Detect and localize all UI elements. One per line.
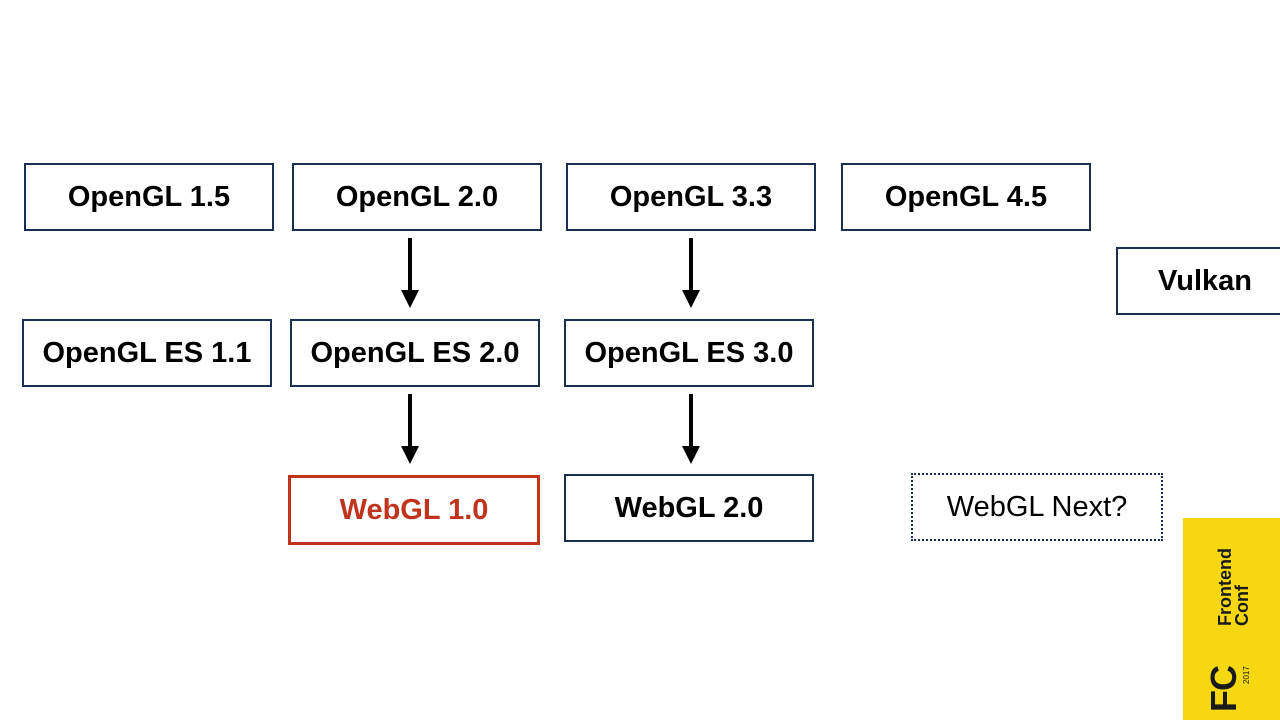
arrow-es-2-0-to-webgl-1-0 (401, 394, 419, 464)
arrow-opengl-2-0-to-es-2-0 (401, 238, 419, 308)
frontend-conf-logo: FC 2017 Frontend Conf (1183, 518, 1280, 720)
box-opengl-1-5: OpenGL 1.5 (24, 163, 274, 231)
box-webgl-next: WebGL Next? (911, 473, 1163, 541)
box-vulkan: Vulkan (1116, 247, 1280, 315)
logo-year: 2017 (1242, 666, 1251, 684)
logo-initials: FC (1203, 666, 1244, 712)
box-opengl-2-0: OpenGL 2.0 (292, 163, 542, 231)
logo-name: Frontend Conf (1215, 536, 1252, 626)
box-opengl-es-2-0: OpenGL ES 2.0 (290, 319, 540, 387)
box-webgl-2-0: WebGL 2.0 (564, 474, 814, 542)
arrow-es-3-0-to-webgl-2-0 (682, 394, 700, 464)
box-opengl-3-3: OpenGL 3.3 (566, 163, 816, 231)
box-opengl-es-3-0: OpenGL ES 3.0 (564, 319, 814, 387)
box-webgl-1-0: WebGL 1.0 (288, 475, 540, 545)
box-opengl-es-1-1: OpenGL ES 1.1 (22, 319, 272, 387)
box-opengl-4-5: OpenGL 4.5 (841, 163, 1091, 231)
logo-name-line2: Conf (1232, 585, 1252, 626)
arrow-opengl-3-3-to-es-3-0 (682, 238, 700, 308)
